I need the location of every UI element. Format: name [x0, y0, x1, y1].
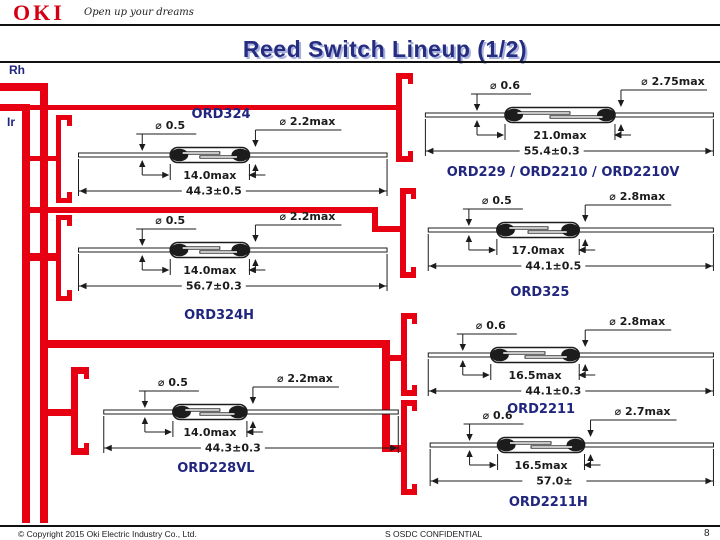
svg-text:55.4±0.3: 55.4±0.3	[524, 145, 580, 158]
part-number-label: ORD324H	[184, 308, 254, 323]
svg-text:16.5max: 16.5max	[508, 369, 561, 382]
svg-text:44.3±0.5: 44.3±0.5	[186, 185, 242, 198]
branch-label-rh: Rh	[9, 63, 25, 77]
confidential-text: S OSDC CONFIDENTIAL	[385, 529, 483, 539]
part-number-label: ORD229 / ORD2210 / ORD2210V	[447, 165, 680, 180]
svg-text:17.0max: 17.0max	[511, 244, 564, 257]
oki-logo: OKI	[13, 0, 65, 25]
svg-text:57.0±: 57.0±	[536, 475, 572, 488]
part-number-label: ORD2211	[507, 402, 575, 417]
svg-text:44.3±0.3: 44.3±0.3	[205, 442, 261, 455]
svg-text:14.0max: 14.0max	[183, 169, 236, 182]
svg-text:⌀ 2.8max: ⌀ 2.8max	[609, 315, 665, 328]
svg-text:14.0max: 14.0max	[183, 264, 236, 277]
logo-tagline: Open up your dreams	[84, 7, 194, 18]
copyright-text: © Copyright 2015 Oki Electric Industry C…	[18, 529, 197, 539]
svg-text:56.7±0.3: 56.7±0.3	[186, 280, 242, 293]
svg-text:16.5max: 16.5max	[514, 459, 567, 472]
page-number: 8	[704, 528, 710, 539]
svg-text:⌀ 2.75max: ⌀ 2.75max	[641, 75, 705, 88]
svg-text:⌀ 2.2max: ⌀ 2.2max	[277, 372, 333, 385]
page-title: Reed Switch Lineup (1/2)	[242, 36, 528, 62]
svg-text:⌀ 0.6: ⌀ 0.6	[476, 319, 506, 332]
part-number-label: ORD325	[510, 285, 569, 300]
svg-text:⌀ 0.5: ⌀ 0.5	[482, 194, 512, 207]
svg-text:14.0max: 14.0max	[183, 426, 236, 439]
diagram-ORD2211H: ⌀ 0.6 ⌀ 2.7max 16.5max 57.0± ORD2211H	[415, 403, 718, 510]
branch-label-ir: Ir	[7, 115, 16, 129]
svg-text:⌀ 2.2max: ⌀ 2.2max	[279, 115, 335, 128]
svg-text:⌀ 0.5: ⌀ 0.5	[155, 119, 185, 132]
svg-text:44.1±0.3: 44.1±0.3	[525, 385, 581, 398]
reed-switch-drawing: ⌀ 0.6 ⌀ 2.7max 16.5max 57.0± ORD2211H	[429, 405, 714, 510]
part-number-label: ORD2211H	[509, 495, 588, 510]
reed-switch-drawing: ⌀ 0.5 ⌀ 2.2max 14.0max 44.3±0.5 ORD324	[78, 107, 388, 198]
svg-text:⌀ 2.7max: ⌀ 2.7max	[615, 405, 671, 418]
svg-text:⌀ 0.6: ⌀ 0.6	[490, 79, 520, 92]
part-number-label: ORD324	[192, 107, 251, 122]
header-rule-bottom	[0, 61, 720, 63]
svg-text:⌀ 0.5: ⌀ 0.5	[155, 214, 185, 227]
footer-rule	[0, 525, 720, 527]
svg-text:⌀ 2.2max: ⌀ 2.2max	[279, 210, 335, 223]
svg-text:⌀ 0.6: ⌀ 0.6	[483, 409, 513, 422]
svg-text:44.1±0.5: 44.1±0.5	[525, 260, 581, 273]
part-number-label: ORD228VL	[177, 461, 254, 476]
svg-text:21.0max: 21.0max	[533, 129, 586, 142]
diagram-ORD324: ⌀ 0.5 ⌀ 2.2max 14.0max 44.3±0.5 ORD324	[62, 98, 392, 200]
svg-text:⌀ 2.8max: ⌀ 2.8max	[609, 190, 665, 203]
header-rule-top	[0, 24, 720, 26]
svg-text:⌀ 0.5: ⌀ 0.5	[158, 376, 188, 389]
